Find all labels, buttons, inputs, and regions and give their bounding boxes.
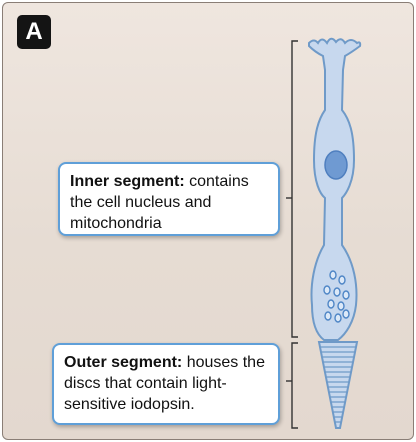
- nucleus-icon: [324, 150, 348, 180]
- outer-segment-cone: [317, 341, 359, 429]
- inner-segment-bracket: [291, 40, 298, 338]
- outer-segment-label: Outer segment: houses the discs that con…: [52, 343, 280, 425]
- mitochondria-icon: [323, 270, 350, 323]
- inner-segment-text: contains the cell nucleus and mitochondr…: [70, 173, 249, 232]
- inner-segment-title: Inner segment:: [70, 173, 185, 190]
- disc-stack-icon: [320, 346, 356, 423]
- outer-segment-title: Outer segment:: [64, 354, 183, 371]
- cone-cell-body: [308, 37, 362, 341]
- panel-label: A: [17, 15, 51, 49]
- outer-segment-bracket: [291, 342, 298, 429]
- outer-segment-text: houses the discs that contain light-sens…: [64, 354, 265, 413]
- inner-segment-label: Inner segment: contains the cell nucleus…: [58, 162, 280, 236]
